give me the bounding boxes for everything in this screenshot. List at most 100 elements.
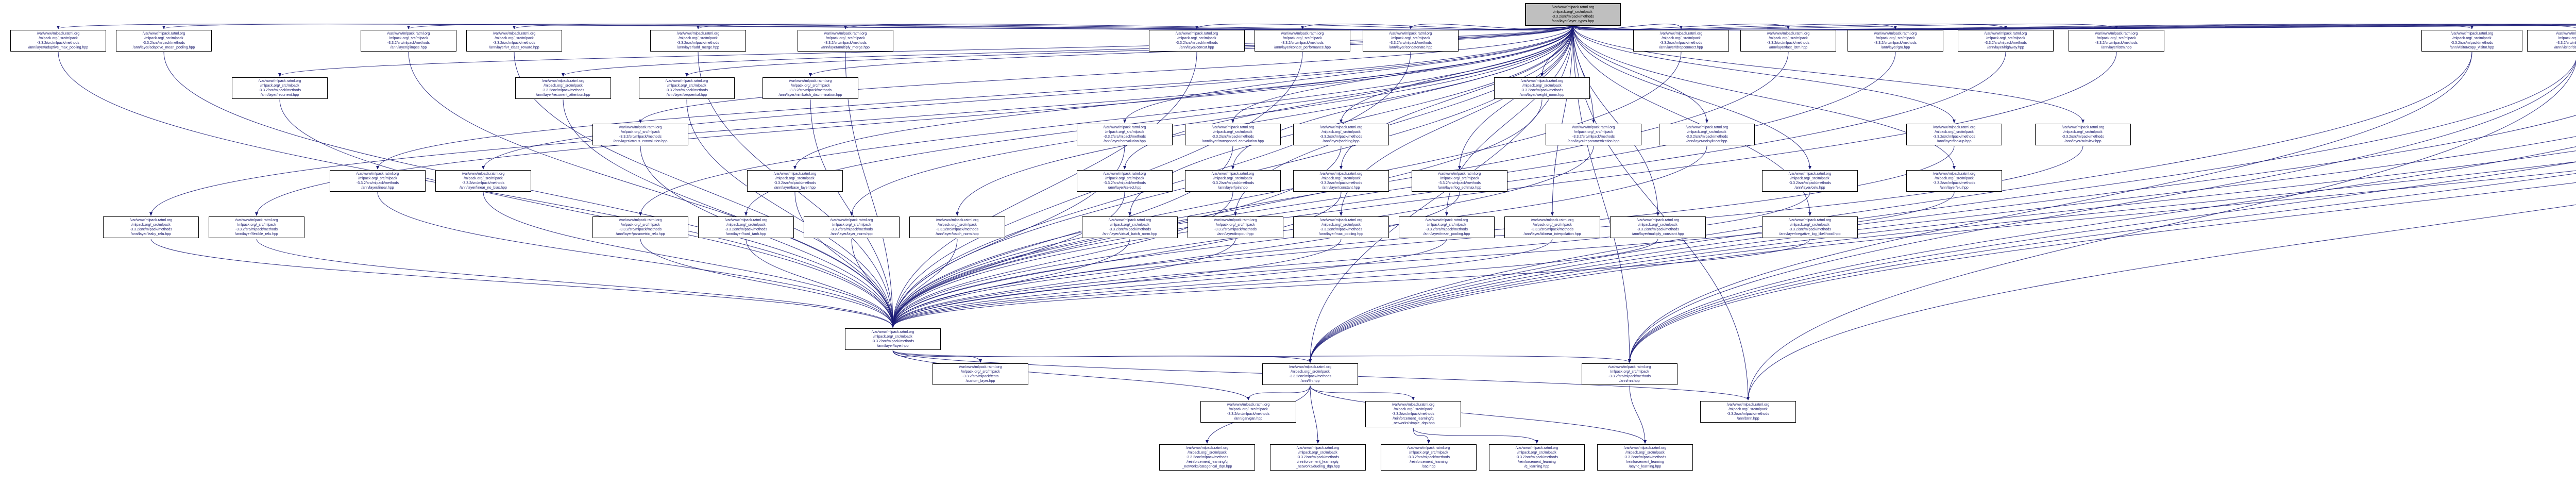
graph-node-concat[interactable]: /var/www/mlpack.ratml.org/mlpack.org/_sr… <box>1149 30 1245 52</box>
graph-edge <box>891 52 1896 328</box>
graph-node-q_learning[interactable]: /var/www/mlpack.ratml.org/mlpack.org/_sr… <box>1489 444 1585 471</box>
graph-node-dueling_dqn[interactable]: /var/www/mlpack.ratml.org/mlpack.org/_sr… <box>1270 444 1366 471</box>
graph-node-path-line: /mlpack.org/_src/mlpack <box>1876 37 1915 40</box>
graph-node-glimpse[interactable]: /var/www/mlpack.ratml.org/mlpack.org/_sr… <box>361 30 456 52</box>
graph-node-multiply_merge[interactable]: /var/www/mlpack.ratml.org/mlpack.org/_sr… <box>798 30 893 52</box>
graph-node-sequential[interactable]: /var/www/mlpack.ratml.org/mlpack.org/_sr… <box>639 77 735 99</box>
graph-node-subview[interactable]: /var/www/mlpack.ratml.org/mlpack.org/_sr… <box>2035 124 2131 145</box>
graph-node-path-line: /var/www/mlpack.ratml.org <box>37 32 80 36</box>
graph-node-constant[interactable]: /var/www/mlpack.ratml.org/mlpack.org/_sr… <box>1293 170 1389 192</box>
graph-node-highway[interactable]: /var/www/mlpack.ratml.org/mlpack.org/_sr… <box>1958 30 2054 52</box>
graph-edge <box>891 192 1460 328</box>
graph-node-sac[interactable]: /var/www/mlpack.ratml.org/mlpack.org/_sr… <box>1381 444 1477 471</box>
graph-node-path-line: /mlpack.org/_src/mlpack <box>1517 451 1556 455</box>
graph-node-path-line: /var/www/mlpack.ratml.org <box>1608 365 1651 369</box>
graph-node-weight_norm[interactable]: /var/www/mlpack.ratml.org/mlpack.org/_sr… <box>1494 77 1590 99</box>
graph-node-dropconnect[interactable]: /var/www/mlpack.ratml.org/mlpack.org/_sr… <box>1633 30 1729 52</box>
graph-node-reparametrization[interactable]: /var/www/mlpack.ratml.org/mlpack.org/_sr… <box>1546 124 1641 145</box>
graph-edge <box>1628 161 2576 363</box>
graph-node-recurrent[interactable]: /var/www/mlpack.ratml.org/mlpack.org/_sr… <box>232 77 328 99</box>
graph-node-add_merge[interactable]: /var/www/mlpack.ratml.org/mlpack.org/_sr… <box>650 30 746 52</box>
graph-node-linear[interactable]: /var/www/mlpack.ratml.org/mlpack.org/_sr… <box>330 170 426 192</box>
graph-node-minibatch_discrimination[interactable]: /var/www/mlpack.ratml.org/mlpack.org/_sr… <box>762 77 858 99</box>
graph-node-path-line: -3.3.2/src/mlpack/methods <box>1767 41 1810 45</box>
graph-node-brnn[interactable]: /var/www/mlpack.ratml.org/mlpack.org/_sr… <box>1700 401 1796 423</box>
graph-node-copy_visitor[interactable]: /var/www/mlpack.ratml.org/mlpack.org/_sr… <box>2421 30 2522 52</box>
graph-node-multiply_constant[interactable]: /var/www/mlpack.ratml.org/mlpack.org/_sr… <box>1610 216 1706 238</box>
graph-node-layer[interactable]: /var/www/mlpack.ratml.org/mlpack.org/_sr… <box>845 328 941 350</box>
graph-node-transposed_convolution[interactable]: /var/www/mlpack.ratml.org/mlpack.org/_sr… <box>1185 124 1281 145</box>
graph-node-parametric_relu[interactable]: /var/www/mlpack.ratml.org/mlpack.org/_sr… <box>592 216 688 238</box>
graph-node-dropout[interactable]: /var/www/mlpack.ratml.org/mlpack.org/_sr… <box>1188 216 1283 238</box>
graph-node-path-line: -3.3.2/src/mlpack/methods <box>1211 135 1255 139</box>
graph-node-linear_no_bias[interactable]: /var/www/mlpack.ratml.org/mlpack.org/_sr… <box>435 170 531 192</box>
graph-edge <box>278 25 1573 77</box>
graph-node-celu[interactable]: /var/www/mlpack.ratml.org/mlpack.org/_sr… <box>1762 170 1858 192</box>
graph-node-concat_performance[interactable]: /var/www/mlpack.ratml.org/mlpack.org/_sr… <box>1255 30 1350 52</box>
graph-node-noisylinear[interactable]: /var/www/mlpack.ratml.org/mlpack.org/_sr… <box>1659 124 1755 145</box>
graph-node-path-line: /var/www/mlpack.ratml.org <box>1984 32 2027 36</box>
graph-edge <box>891 238 1658 328</box>
graph-node-path-line: -3.3.2/src/mlpack/methods <box>1726 412 1770 416</box>
graph-node-async_learning[interactable]: /var/www/mlpack.ratml.org/mlpack.org/_sr… <box>1597 444 1693 471</box>
graph-node-path-line: /custom_layer.hpp <box>965 379 995 383</box>
graph-node-batch_norm[interactable]: /var/www/mlpack.ratml.org/mlpack.org/_sr… <box>909 216 1005 238</box>
graph-node-path-line: /mlpack.org/_src/mlpack <box>1409 451 1448 455</box>
graph-node-ffn[interactable]: /var/www/mlpack.ratml.org/mlpack.org/_sr… <box>1262 363 1358 385</box>
graph-node-adaptive_mean_pooling[interactable]: /var/www/mlpack.ratml.org/mlpack.org/_sr… <box>116 30 212 52</box>
graph-edge <box>891 52 1682 328</box>
graph-node-path-line: -3.3.2/src/mlpack/methods <box>1608 375 1651 378</box>
graph-node-path-line: /mlpack.org/_src/mlpack <box>39 37 78 40</box>
graph-node-path-line: /var/www/mlpack.ratml.org <box>1103 172 1146 176</box>
graph-node-path-line: /mlpack.org/_src/mlpack <box>826 37 865 40</box>
graph-node-base_layer[interactable]: /var/www/mlpack.ratml.org/mlpack.org/_sr… <box>747 170 843 192</box>
graph-edge <box>1309 52 2472 363</box>
graph-node-log_softmax[interactable]: /var/www/mlpack.ratml.org/mlpack.org/_sr… <box>1412 170 1507 192</box>
graph-node-join[interactable]: /var/www/mlpack.ratml.org/mlpack.org/_sr… <box>1185 170 1281 192</box>
graph-node-gru[interactable]: /var/www/mlpack.ratml.org/mlpack.org/_sr… <box>1848 30 1943 52</box>
graph-node-layer_types: /var/www/mlpack.ratml.org/mlpack.org/_sr… <box>1525 3 1621 26</box>
graph-node-leaky_relu[interactable]: /var/www/mlpack.ratml.org/mlpack.org/_sr… <box>103 216 199 238</box>
graph-node-bilinear_interpolation[interactable]: /var/www/mlpack.ratml.org/mlpack.org/_sr… <box>1504 216 1600 238</box>
graph-node-mean_pooling[interactable]: /var/www/mlpack.ratml.org/mlpack.org/_sr… <box>1399 216 1495 238</box>
graph-node-flexible_relu[interactable]: /var/www/mlpack.ratml.org/mlpack.org/_sr… <box>209 216 304 238</box>
graph-edge <box>1572 25 1659 216</box>
graph-node-layer_norm[interactable]: /var/www/mlpack.ratml.org/mlpack.org/_sr… <box>804 216 900 238</box>
graph-node-hard_tanh[interactable]: /var/www/mlpack.ratml.org/mlpack.org/_sr… <box>698 216 794 238</box>
graph-edge <box>1572 25 1708 123</box>
graph-node-path-line: /var/www/mlpack.ratml.org <box>1425 219 1468 222</box>
graph-node-elu[interactable]: /var/www/mlpack.ratml.org/mlpack.org/_sr… <box>1906 170 2002 192</box>
graph-node-path-line: /var/www/mlpack.ratml.org <box>676 32 720 36</box>
graph-node-max_pooling[interactable]: /var/www/mlpack.ratml.org/mlpack.org/_sr… <box>1293 216 1389 238</box>
graph-node-path-line: -3.3.2/src/mlpack/methods <box>235 228 278 231</box>
graph-node-simple_dqn[interactable]: /var/www/mlpack.ratml.org/mlpack.org/_sr… <box>1365 401 1461 427</box>
graph-node-categorical_dqn[interactable]: /var/www/mlpack.ratml.org/mlpack.org/_sr… <box>1159 444 1255 471</box>
graph-node-path-line: /ann/brnn.hpp <box>1737 417 1759 421</box>
graph-node-path-line: /ann/layer/linear_no_bias.hpp <box>460 186 507 190</box>
graph-node-custom_layer[interactable]: /var/www/mlpack.ratml.org/mlpack.org/_sr… <box>933 363 1028 385</box>
graph-node-path-line: /mlpack.org/_src/mlpack <box>832 223 871 227</box>
graph-node-concatenate[interactable]: /var/www/mlpack.ratml.org/mlpack.org/_sr… <box>1363 30 1459 52</box>
graph-node-path-line: /var/www/mlpack.ratml.org <box>387 32 430 36</box>
graph-node-adaptive_max_pooling[interactable]: /var/www/mlpack.ratml.org/mlpack.org/_sr… <box>10 30 106 52</box>
graph-node-lstm[interactable]: /var/www/mlpack.ratml.org/mlpack.org/_sr… <box>2069 30 2164 52</box>
graph-node-path-line: /var/www/mlpack.ratml.org <box>1788 219 1832 222</box>
graph-node-path-line: /ann/layer/elu.hpp <box>1940 186 1969 190</box>
graph-edge <box>891 238 1553 328</box>
graph-node-fast_lstm[interactable]: /var/www/mlpack.ratml.org/mlpack.org/_sr… <box>1740 30 1836 52</box>
graph-node-virtual_batch_norm[interactable]: /var/www/mlpack.ratml.org/mlpack.org/_sr… <box>1082 216 1178 238</box>
graph-node-convolution[interactable]: /var/www/mlpack.ratml.org/mlpack.org/_sr… <box>1077 124 1173 145</box>
graph-node-gan[interactable]: /var/www/mlpack.ratml.org/mlpack.org/_sr… <box>1200 401 1296 423</box>
graph-node-lookup[interactable]: /var/www/mlpack.ratml.org/mlpack.org/_sr… <box>1906 124 2002 145</box>
graph-node-path-line: -3.3.2/src/mlpack/methods <box>1227 412 1270 416</box>
graph-node-rnn[interactable]: /var/www/mlpack.ratml.org/mlpack.org/_sr… <box>1582 363 1677 385</box>
graph-node-select[interactable]: /var/www/mlpack.ratml.org/mlpack.org/_sr… <box>1077 170 1173 192</box>
graph-node-recurrent_attention[interactable]: /var/www/mlpack.ratml.org/mlpack.org/_sr… <box>515 77 611 99</box>
graph-node-delete_visitor[interactable]: /var/www/mlpack.ratml.org/mlpack.org/_sr… <box>2527 30 2576 52</box>
graph-node-atrous_convolution[interactable]: /var/www/mlpack.ratml.org/mlpack.org/_sr… <box>592 124 688 145</box>
graph-edge <box>1551 25 1573 216</box>
graph-node-vr_class_reward[interactable]: /var/www/mlpack.ratml.org/mlpack.org/_sr… <box>466 30 562 52</box>
graph-node-path-line: /var/www/mlpack.ratml.org <box>1103 126 1146 129</box>
graph-node-negative_log_likelihood[interactable]: /var/www/mlpack.ratml.org/mlpack.org/_sr… <box>1762 216 1858 238</box>
graph-node-padding[interactable]: /var/www/mlpack.ratml.org/mlpack.org/_sr… <box>1293 124 1389 145</box>
